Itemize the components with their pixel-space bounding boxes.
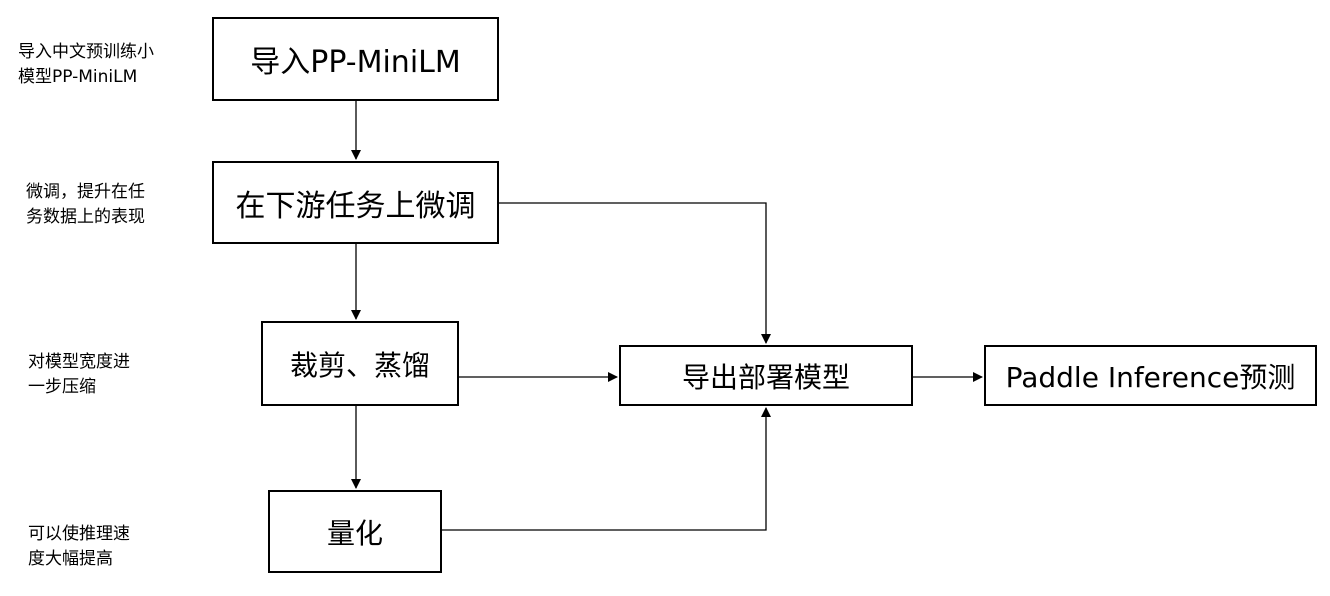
note-import-line-1: 导入中文预训练小 — [18, 42, 154, 62]
note-prune: 对模型宽度进 一步压缩 — [28, 350, 130, 400]
box-paddle-inference: Paddle Inference预测 — [984, 345, 1317, 406]
box-finetune-label: 在下游任务上微调 — [235, 188, 476, 224]
arrow-finetune-to-export — [499, 202, 771, 344]
note-finetune-line-1: 微调，提升在任 — [26, 182, 145, 202]
box-import-pp-minilm: 导入PP-MiniLM — [212, 17, 499, 101]
note-import-line-2: 模型PP-MiniLM — [18, 67, 138, 87]
note-prune-line-2: 一步压缩 — [28, 377, 96, 397]
note-finetune: 微调，提升在任 务数据上的表现 — [26, 180, 145, 230]
arrow-quantize-to-export — [442, 407, 771, 531]
note-import: 导入中文预训练小 模型PP-MiniLM — [18, 40, 154, 90]
box-finetune: 在下游任务上微调 — [212, 161, 499, 244]
box-quantize-label: 量化 — [326, 516, 383, 550]
note-finetune-line-2: 务数据上的表现 — [26, 207, 145, 227]
box-inference-label: Paddle Inference预测 — [1005, 360, 1296, 394]
box-export-label: 导出部署模型 — [681, 360, 850, 394]
note-prune-line-1: 对模型宽度进 — [28, 352, 130, 372]
note-quantize-line-2: 度大幅提高 — [28, 549, 113, 569]
box-quantize: 量化 — [268, 490, 442, 573]
box-export-model: 导出部署模型 — [619, 345, 913, 406]
note-quantize-line-1: 可以使推理速 — [28, 524, 130, 544]
note-quantize: 可以使推理速 度大幅提高 — [28, 522, 130, 572]
box-import-label: 导入PP-MiniLM — [250, 45, 461, 80]
box-prune-distill: 裁剪、蒸馏 — [261, 321, 459, 406]
box-prune-label: 裁剪、蒸馏 — [289, 348, 430, 382]
